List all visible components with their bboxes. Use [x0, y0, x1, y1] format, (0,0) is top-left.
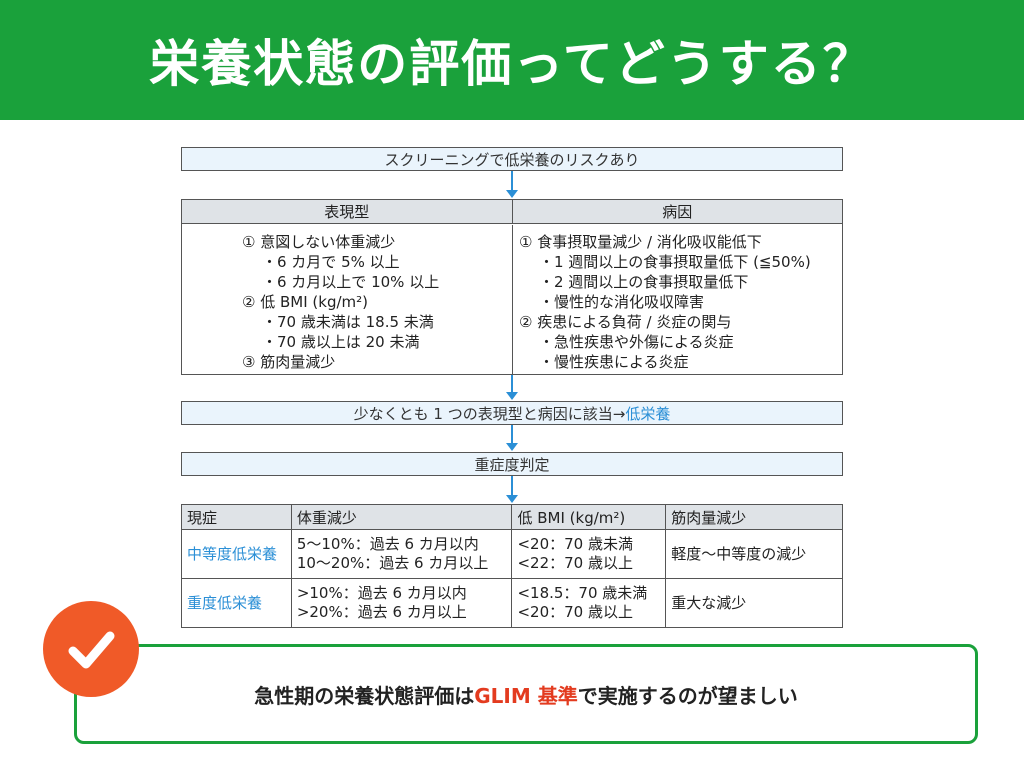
arrow-down-icon: [506, 425, 518, 451]
diagnosis-highlight: 低栄養: [625, 404, 671, 423]
weight-line: 10〜20%：過去 6 カ月以上: [296, 554, 489, 572]
conclusion-before: 急性期の栄養状態評価は: [254, 683, 475, 708]
bmi-line: <20：70 歳以上: [517, 603, 633, 621]
list-item: ・急性疾患や外傷による炎症: [539, 333, 734, 351]
bmi-cell: <18.5：70 歳未満 <20：70 歳以上: [511, 578, 667, 628]
weight-line: >10%：過去 6 カ月以内: [296, 584, 467, 602]
table-row: 重度低栄養 >10%：過去 6 カ月以内 >20%：過去 6 カ月以上 <18.…: [181, 578, 843, 628]
etiology-heading: 病因: [662, 203, 693, 221]
bmi-cell: <20：70 歳未満 <22：70 歳以上: [511, 529, 667, 579]
header-bar: 栄養状態の評価ってどうする？: [0, 0, 1024, 120]
list-item: ・慢性的な消化吸収障害: [539, 293, 705, 311]
page-title: 栄養状態の評価ってどうする？: [149, 35, 875, 93]
severity-table: 現症 体重減少 低 BMI (kg/m²) 筋肉量減少 中等度低栄養 5〜10%…: [181, 504, 843, 628]
arrow-down-icon: [506, 171, 518, 198]
weight-line: 5〜10%：過去 6 カ月以内: [296, 535, 479, 553]
severity-header-row: 現症 体重減少 低 BMI (kg/m²) 筋肉量減少: [181, 504, 843, 530]
muscle-cell: 重大な減少: [665, 578, 843, 628]
header-cell: 筋肉量減少: [665, 504, 843, 530]
severity-label: 重症度判定: [474, 455, 550, 474]
list-item: ② 疾患による負荷 / 炎症の関与: [519, 313, 732, 331]
header-cell: 低 BMI (kg/m²): [511, 504, 667, 530]
list-item: ・70 歳以上は 20 未満: [262, 333, 420, 351]
list-item: ・6 カ月以上で 10% 以上: [262, 273, 440, 291]
muscle-cell: 軽度〜中等度の減少: [665, 529, 843, 579]
header-cell: 現症: [181, 504, 292, 530]
conclusion-text: 急性期の栄養状態評価はGLIM 基準で実施するのが望ましい: [254, 680, 797, 709]
check-circle-icon: [43, 601, 139, 697]
conclusion-highlight: GLIM 基準: [474, 683, 578, 708]
severity-category: 重度低栄養: [181, 578, 292, 628]
severity-box: 重症度判定: [181, 452, 843, 476]
diagnosis-prefix: 少なくとも 1 つの表現型と病因に該当→: [353, 404, 626, 423]
check-mark-icon: [68, 631, 115, 669]
list-item: ① 食事摂取量減少 / 消化吸収能低下: [519, 233, 762, 251]
screening-box: スクリーニングで低栄養のリスクあり: [181, 147, 843, 171]
list-item: ・慢性疾患による炎症: [539, 353, 689, 371]
header-cell: 体重減少: [290, 504, 513, 530]
list-item: ③ 筋肉量減少: [242, 353, 336, 371]
criteria-table: 表現型 病因 ① 意図しない体重減少・6 カ月で 5% 以上・6 カ月以上で 1…: [181, 199, 843, 375]
phenotype-list: ① 意図しない体重減少・6 カ月で 5% 以上・6 カ月以上で 10% 以上 ② …: [182, 225, 513, 374]
list-item: ② 低 BMI (kg/m²): [242, 293, 368, 311]
diagnosis-text: 少なくとも 1 つの表現型と病因に該当→低栄養: [354, 403, 671, 424]
weight-cell: 5〜10%：過去 6 カ月以内 10〜20%：過去 6 カ月以上: [290, 529, 513, 579]
list-item: ・1 週間以上の食事摂取量低下 (≦50%): [539, 253, 811, 271]
phenotype-heading: 表現型: [182, 200, 513, 223]
bmi-line: <20：70 歳未満: [517, 535, 633, 553]
bmi-line: <22：70 歳以上: [517, 554, 633, 572]
diagnosis-box: 少なくとも 1 つの表現型と病因に該当→低栄養: [181, 401, 843, 425]
list-item: ・2 週間以上の食事摂取量低下: [539, 273, 749, 291]
list-item: ・70 歳未満は 18.5 未満: [262, 313, 434, 331]
table-row: 中等度低栄養 5〜10%：過去 6 カ月以内 10〜20%：過去 6 カ月以上 …: [181, 529, 843, 579]
list-item: ① 意図しない体重減少: [242, 233, 396, 251]
arrow-down-icon: [506, 375, 518, 400]
criteria-header: 表現型 病因: [182, 200, 842, 224]
conclusion-after: で実施するのが望ましい: [577, 683, 798, 708]
screening-text: スクリーニングで低栄養のリスクあり: [384, 150, 640, 169]
etiology-list: ① 食事摂取量減少 / 消化吸収能低下・1 週間以上の食事摂取量低下 (≦50%…: [513, 225, 843, 374]
severity-category: 中等度低栄養: [181, 529, 292, 579]
list-item: ・6 カ月で 5% 以上: [262, 253, 400, 271]
weight-cell: >10%：過去 6 カ月以内 >20%：過去 6 カ月以上: [290, 578, 513, 628]
weight-line: >20%：過去 6 カ月以上: [296, 603, 467, 621]
arrow-down-icon: [506, 476, 518, 503]
bmi-line: <18.5：70 歳未満: [517, 584, 648, 602]
conclusion-box: 急性期の栄養状態評価はGLIM 基準で実施するのが望ましい: [74, 644, 978, 744]
